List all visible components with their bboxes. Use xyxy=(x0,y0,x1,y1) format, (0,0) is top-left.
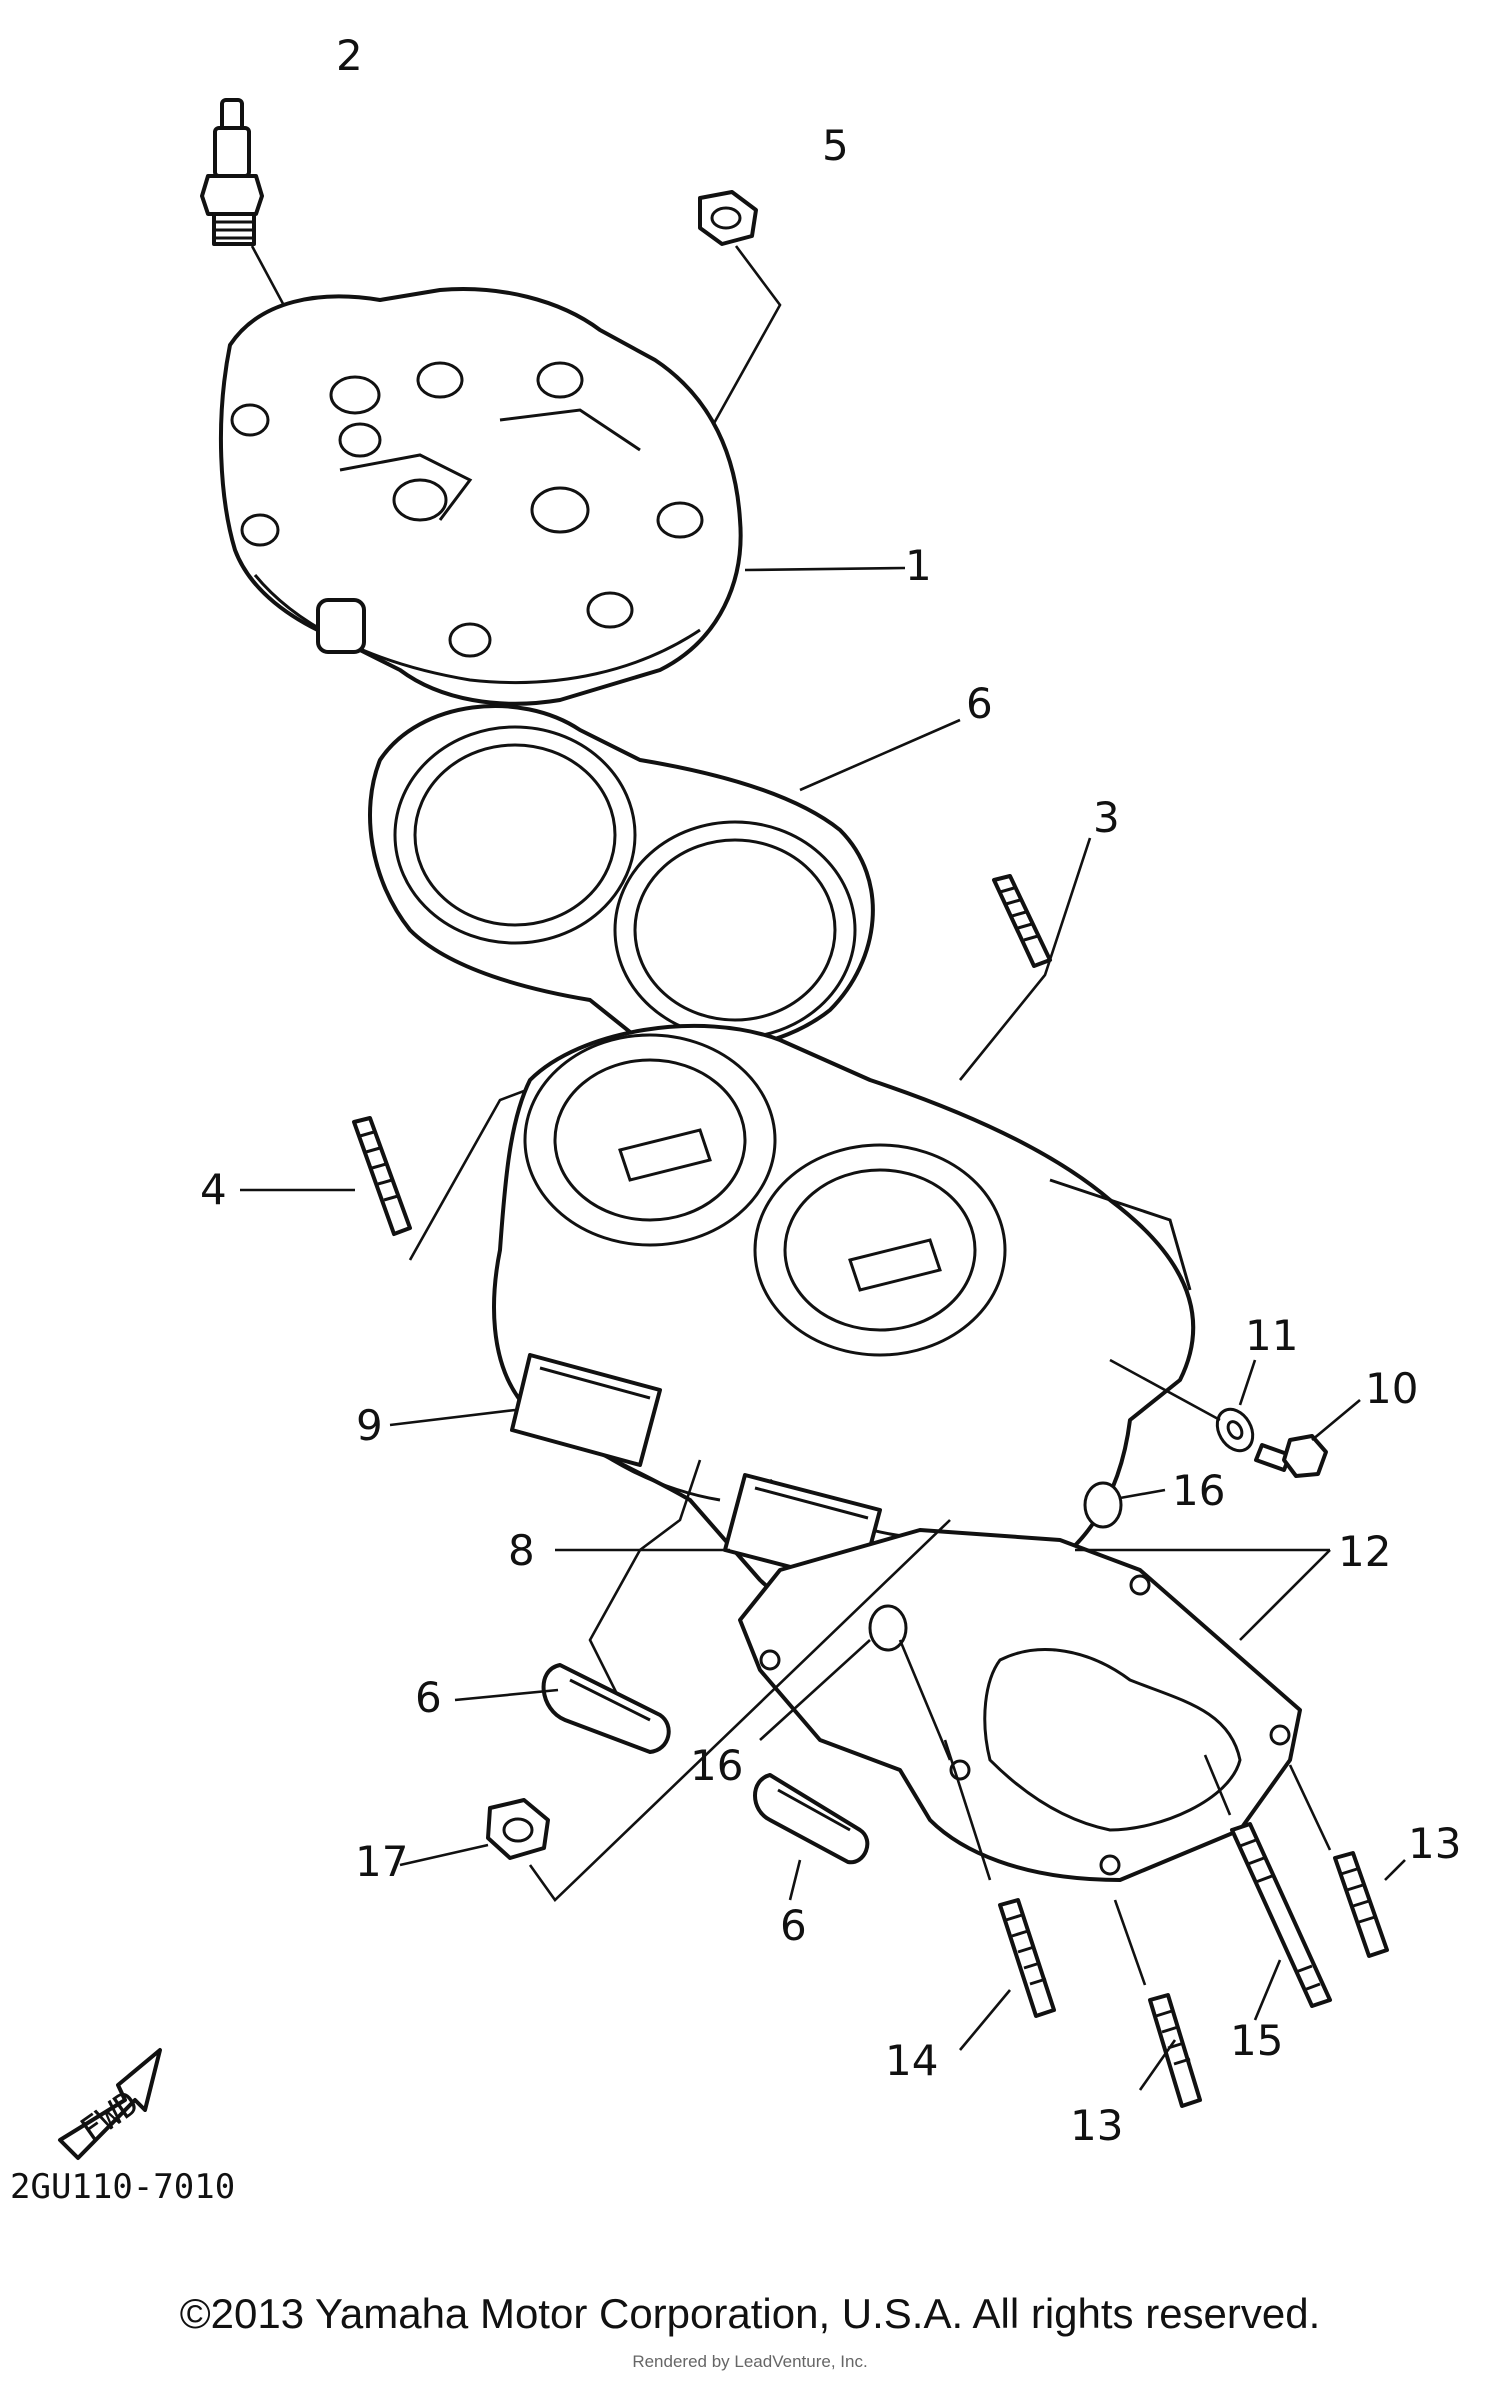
callout-16-lower: 16 xyxy=(690,1741,743,1790)
part-13-stud-lower[interactable] xyxy=(1113,1899,1202,2108)
part-3-stud[interactable] xyxy=(958,837,1092,1081)
part-7-head-gasket[interactable] xyxy=(368,704,961,1052)
callout-7: 6 xyxy=(966,679,993,728)
callout-11: 11 xyxy=(1245,1311,1298,1360)
callout-6-lower: 6 xyxy=(780,1901,807,1950)
copyright-notice: ©2013 Yamaha Motor Corporation, U.S.A. A… xyxy=(179,2290,1321,2337)
part-16-dowel-lower[interactable] xyxy=(759,1604,952,1761)
callout-14: 14 xyxy=(885,2036,938,2085)
callout-16-upper: 16 xyxy=(1172,1466,1225,1515)
part-17-nut[interactable] xyxy=(399,1519,951,1902)
part-16-dowel-upper[interactable] xyxy=(1083,1481,1166,1529)
part-1-cylinder-head[interactable] xyxy=(218,287,906,706)
part-13-stud-right[interactable] xyxy=(1288,1764,1406,1958)
callout-2: 2 xyxy=(336,31,363,80)
part-10-bolt[interactable] xyxy=(1254,1399,1361,1478)
part-9-exhaust-flange[interactable] xyxy=(389,1353,662,1467)
callout-10: 10 xyxy=(1365,1364,1418,1413)
callout-6-left: 6 xyxy=(415,1673,442,1722)
callout-3: 3 xyxy=(1093,793,1120,842)
part-6-gasket-lower[interactable] xyxy=(753,1773,870,1901)
fwd-arrow-icon: FWD xyxy=(58,2048,162,2160)
part-6-gasket-left[interactable] xyxy=(454,1663,671,1754)
callout-4: 4 xyxy=(200,1165,227,1214)
render-credit: Rendered by LeadVenture, Inc. xyxy=(632,2352,868,2371)
callout-13-lower: 13 xyxy=(1070,2101,1123,2150)
callout-17: 17 xyxy=(355,1837,408,1886)
callout-5: 5 xyxy=(822,121,849,170)
part-15-stud-long[interactable] xyxy=(1203,1754,1332,2021)
part-14-stud[interactable] xyxy=(943,1739,1056,2051)
callout-9: 9 xyxy=(356,1401,383,1450)
part-4-stud[interactable] xyxy=(240,1083,541,1261)
callout-15: 15 xyxy=(1230,2016,1283,2065)
part-11-washer[interactable] xyxy=(1109,1358,1260,1457)
callout-1: 1 xyxy=(905,541,932,590)
callout-13-right: 13 xyxy=(1408,1819,1461,1868)
cylinder-block[interactable] xyxy=(492,1023,1196,1625)
diagram-reference-code: 2GU110-7010 xyxy=(10,2167,235,2207)
callout-8: 8 xyxy=(508,1526,535,1575)
callout-12: 12 xyxy=(1338,1527,1391,1576)
